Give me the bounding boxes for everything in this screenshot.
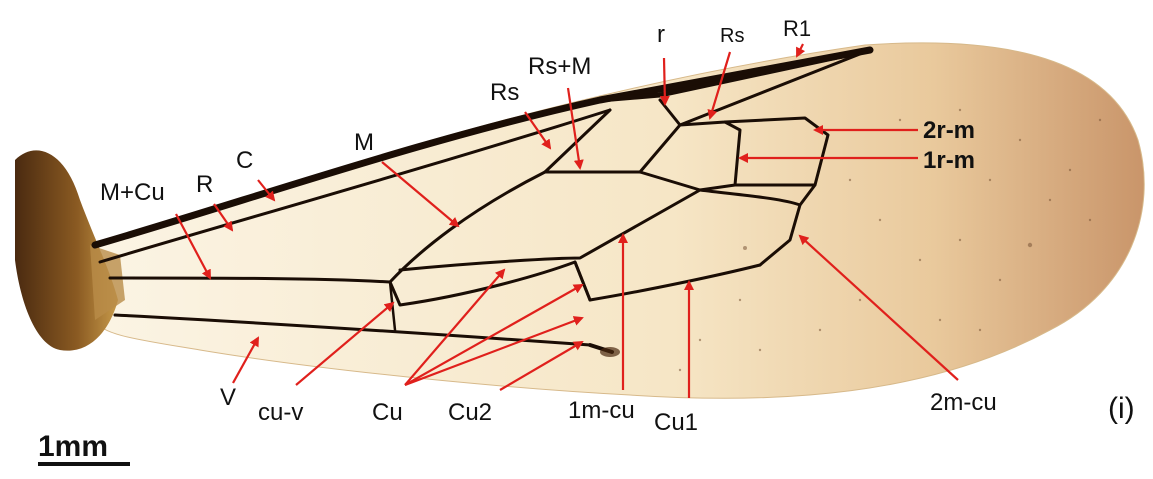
label-rs: Rs [490, 79, 519, 106]
label-1r-m: 1r-m [923, 147, 975, 174]
label-m: M [354, 129, 374, 156]
panel-label: (i) [1108, 392, 1135, 425]
label-cu1: Cu1 [654, 409, 698, 436]
label-cu2: Cu2 [448, 399, 492, 426]
label-2r-m: 2r-m [923, 117, 975, 144]
label-c: C [236, 147, 253, 174]
label-v: V [220, 384, 236, 411]
label-rs-m: Rs+M [528, 53, 591, 80]
arrow-r [664, 58, 665, 104]
label-rs-top: Rs [720, 25, 744, 47]
label-r-vein: R [196, 171, 213, 198]
label-r1: R1 [783, 16, 811, 41]
label-r: r [657, 21, 665, 48]
scale-bar [38, 462, 130, 466]
arrow-r1 [797, 44, 803, 56]
label-cu-v: cu-v [258, 399, 303, 426]
scale-bar-label: 1mm [38, 430, 108, 463]
label-m-cu: M+Cu [100, 179, 165, 206]
label-1m-cu: 1m-cu [568, 397, 635, 424]
label-cu: Cu [372, 399, 403, 426]
label-2m-cu: 2m-cu [930, 389, 997, 416]
